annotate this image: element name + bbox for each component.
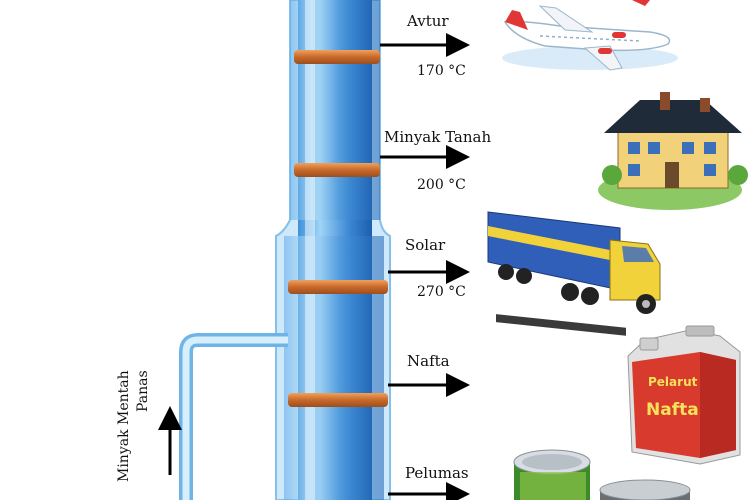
- output-label-avtur: Avtur: [407, 12, 449, 30]
- red-fragment-icon: [632, 0, 650, 6]
- tray-bands: [288, 50, 388, 407]
- house-icon: [598, 92, 748, 210]
- output-label-pelumas: Pelumas: [405, 464, 469, 482]
- solvent-can-icon: [627, 325, 741, 465]
- temp-label-solar: 270 °C: [417, 284, 466, 300]
- output-arrows: [380, 33, 470, 500]
- truck-icon: [487, 211, 661, 336]
- can-label-nafta: Nafta: [646, 400, 699, 420]
- feed-pipe: [179, 333, 288, 500]
- output-label-solar: Solar: [405, 236, 446, 254]
- input-label-panas: Panas: [135, 370, 151, 412]
- distillation-column: [275, 0, 391, 500]
- temp-label-minyak-tanah: 200 °C: [417, 177, 466, 193]
- output-label-minyak-tanah: Minyak Tanah: [384, 128, 492, 146]
- lubricant-cans-icon: [513, 449, 691, 500]
- input-label-minyak-mentah: Minyak Mentah: [116, 370, 132, 482]
- airplane-icon: [502, 5, 678, 71]
- output-label-nafta: Nafta: [407, 352, 450, 370]
- can-label-pelarut: Pelarut: [648, 375, 698, 389]
- temp-label-avtur: 170 °C: [417, 63, 466, 79]
